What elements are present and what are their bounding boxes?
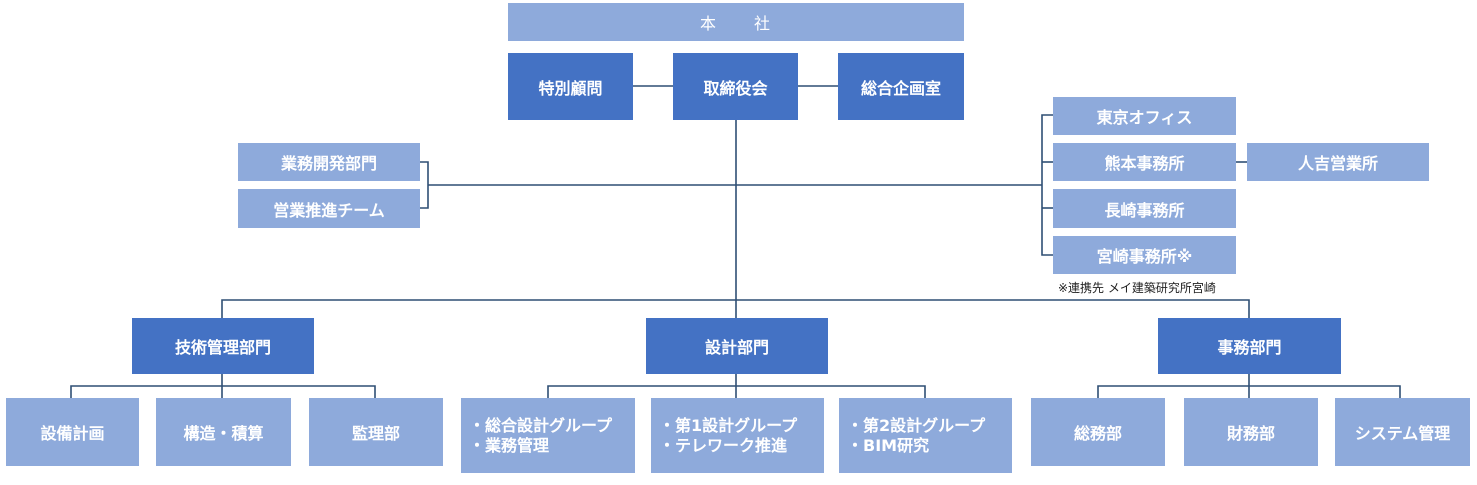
structure-estimate-box: 構造・積算	[156, 398, 291, 466]
design-group-general-line2: ・業務管理	[469, 435, 550, 455]
general-affairs-label: 総務部	[1073, 424, 1122, 443]
business-dev-label: 業務開発部門	[280, 154, 377, 173]
tech-dept-label: 技術管理部門	[174, 338, 271, 357]
design-group-general-line1: ・総合設計グループ	[469, 415, 613, 435]
sales-promo-box: 営業推進チーム	[238, 189, 420, 228]
nagasaki-office-label: 長崎事務所	[1104, 200, 1185, 220]
special-advisor-label: 特別顧問	[538, 78, 603, 98]
design-group-1-box: ・第1設計グループ ・テレワーク推進	[651, 398, 824, 473]
system-admin-label: システム管理	[1354, 424, 1451, 443]
system-admin-box: システム管理	[1335, 398, 1470, 466]
board-label: 取締役会	[703, 78, 768, 98]
design-group-2-line1: ・第2設計グループ	[847, 415, 986, 435]
design-dept-label: 設計部門	[704, 338, 769, 357]
kumamoto-office-label: 熊本事務所	[1104, 154, 1185, 173]
tokyo-office-label: 東京オフィス	[1096, 108, 1193, 127]
nagasaki-office-box: 長崎事務所	[1053, 189, 1236, 228]
miyazaki-note: ※連携先 メイ建築研究所宮崎	[1058, 281, 1216, 295]
board-box: 取締役会	[673, 53, 798, 120]
special-advisor-box: 特別顧問	[508, 53, 633, 120]
miyazaki-office-label: 宮崎事務所※	[1096, 247, 1193, 266]
supervision-box: 監理部	[309, 398, 443, 466]
structure-estimate-label: 構造・積算	[183, 424, 264, 443]
equipment-plan-box: 設備計画	[6, 398, 139, 466]
tech-dept-box: 技術管理部門	[132, 318, 314, 374]
sales-promo-label: 営業推進チーム	[273, 200, 385, 220]
tokyo-office-box: 東京オフィス	[1053, 97, 1236, 135]
head-office-label: 本 社	[699, 14, 772, 33]
design-group-2-line2: ・BIM研究	[847, 435, 930, 455]
kumamoto-office-box: 熊本事務所	[1053, 143, 1236, 181]
hitoyoshi-office-box: 人吉営業所	[1247, 143, 1429, 181]
design-group-1-line1: ・第1設計グループ	[659, 415, 798, 435]
planning-office-box: 総合企画室	[838, 53, 964, 120]
planning-office-label: 総合企画室	[860, 78, 941, 98]
equipment-plan-label: 設備計画	[40, 424, 105, 443]
hitoyoshi-office-label: 人吉営業所	[1297, 154, 1378, 173]
design-dept-box: 設計部門	[646, 318, 828, 374]
admin-dept-label: 事務部門	[1217, 338, 1282, 357]
design-group-2-box: ・第2設計グループ ・BIM研究	[839, 398, 1012, 473]
head-office-box: 本 社	[508, 3, 964, 41]
general-affairs-box: 総務部	[1031, 398, 1165, 466]
business-dev-box: 業務開発部門	[238, 143, 420, 181]
admin-dept-box: 事務部門	[1158, 318, 1341, 374]
finance-label: 財務部	[1226, 424, 1275, 443]
design-group-general-box: ・総合設計グループ ・業務管理	[461, 398, 635, 473]
miyazaki-office-box: 宮崎事務所※	[1053, 236, 1236, 274]
finance-box: 財務部	[1184, 398, 1318, 466]
supervision-label: 監理部	[351, 424, 400, 443]
design-group-1-line2: ・テレワーク推進	[659, 435, 788, 455]
